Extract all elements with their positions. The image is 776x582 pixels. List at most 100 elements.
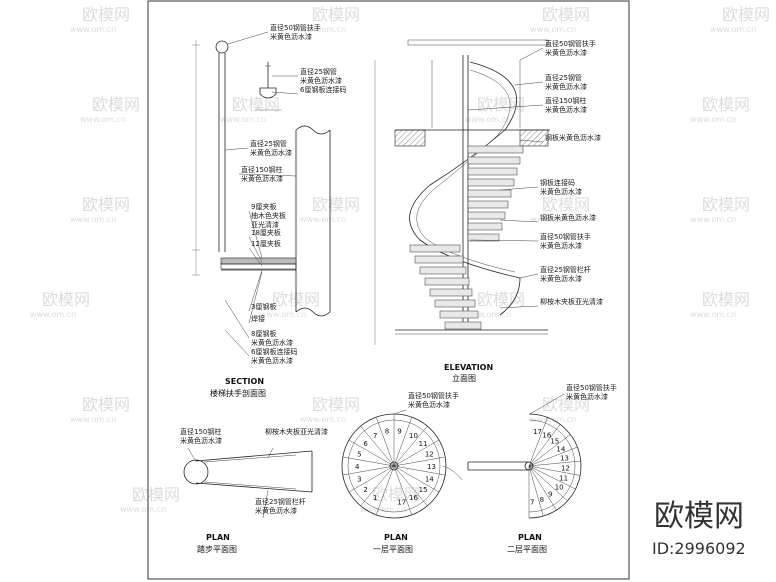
- plan-step-label-line: 米黄色沥水漆: [255, 506, 297, 515]
- watermark-url: www.om.cn: [690, 215, 736, 224]
- section-label-line: 米黄色沥水漆: [300, 76, 342, 85]
- elevation-label-line: 米黄色沥水漆: [540, 241, 582, 250]
- plan-step-label-line: 柳桉木夹板亚光清漆: [265, 427, 328, 436]
- step-number: 2: [363, 486, 367, 494]
- leader-line: [224, 147, 249, 151]
- tread-line: [375, 417, 395, 467]
- watermark-brand: 欧模网: [542, 195, 590, 214]
- leader-line: [514, 81, 544, 86]
- step-number: 11: [419, 440, 428, 448]
- step-number: 16: [542, 431, 551, 439]
- step-number: 16: [409, 494, 418, 502]
- tread-line: [393, 456, 446, 467]
- step-number: 13: [560, 455, 569, 463]
- tread-line: [348, 439, 395, 467]
- watermark-brand: 欧模网: [82, 5, 130, 24]
- section-label-line: 直径150钢柱: [241, 165, 282, 174]
- watermark-brand: 欧模网: [312, 395, 360, 414]
- tread-line: [393, 465, 428, 506]
- leader-line: [248, 271, 263, 324]
- section-detail: [192, 31, 331, 357]
- tread-line: [348, 465, 395, 493]
- elevation-label-line: 直径50钢管扶手: [545, 39, 596, 48]
- watermark-url: www.om.cn: [690, 310, 736, 319]
- plan-step-label-line: 直径150钢柱: [180, 427, 221, 436]
- step-number: 10: [555, 483, 564, 491]
- stair-tread: [467, 211, 506, 220]
- section-label-line: 12厘夹板: [251, 239, 281, 248]
- watermark-url: www.om.cn: [70, 415, 116, 424]
- watermark-url: www.om.cn: [465, 310, 511, 319]
- step-number: 10: [409, 432, 418, 440]
- plan-first-label-line: 直径50钢管扶手: [408, 391, 459, 400]
- stair-tread: [467, 145, 524, 154]
- section-label-line: 直径25钢管: [300, 67, 337, 76]
- watermark-url: www.om.cn: [710, 25, 756, 34]
- plan-first-label-line: 米黄色沥水漆: [408, 400, 450, 409]
- plan-step-title: PLAN: [206, 533, 230, 542]
- section-label-line: 直径50钢管扶手: [270, 23, 321, 32]
- tread-line: [528, 424, 561, 467]
- tread-line: [342, 456, 395, 467]
- section-title: SECTION: [225, 377, 264, 386]
- watermark-brand: 欧模网: [702, 195, 750, 214]
- plan-step-label-line: 直径25钢管栏杆: [255, 497, 306, 506]
- tread-line: [393, 465, 440, 493]
- section-label-line: 3厘钢板: [251, 302, 276, 311]
- step-number: 8: [385, 428, 389, 436]
- elevation-label-line: 柳桉木夹板亚光清漆: [540, 297, 603, 306]
- section-label-line: 18厘夹板: [251, 228, 281, 237]
- elevation-label-line: 钢板连接码: [540, 178, 575, 187]
- watermark-url: www.om.cn: [80, 115, 126, 124]
- step-number: 8: [540, 496, 544, 504]
- leader-line: [262, 489, 269, 519]
- section-subtitle: 楼梯扶手剖面图: [210, 388, 266, 398]
- section-label-line: 直径25钢管: [250, 139, 287, 148]
- section-label-line: 6厘钢板连接码: [251, 347, 297, 356]
- leader-line: [519, 47, 544, 61]
- watermark-url: www.om.cn: [300, 215, 346, 224]
- leader-line: [469, 239, 539, 242]
- step-number: 14: [425, 475, 434, 483]
- watermark-url: www.om.cn: [220, 115, 266, 124]
- tread-line: [528, 465, 581, 476]
- tread-line: [528, 465, 568, 502]
- leader-line: [224, 299, 250, 339]
- tread-line: [528, 465, 576, 490]
- stair-tread: [467, 200, 509, 209]
- elevation-label-line: 直径50钢管扶手: [540, 232, 591, 241]
- leader-line: [267, 447, 274, 459]
- step-number: 3: [357, 475, 361, 483]
- tread-line: [393, 465, 413, 515]
- leader-line: [248, 269, 263, 312]
- plan-second-subtitle: 二层平面图: [507, 545, 547, 554]
- step-number: 9: [548, 491, 552, 499]
- step-number: 7: [530, 499, 534, 507]
- section-label-line: 米黄色沥水漆: [251, 356, 293, 365]
- section-label-line: 米黄色沥水漆: [270, 32, 312, 41]
- section-label-line: 米黄色沥水漆: [250, 148, 292, 157]
- plan-step-detail: [183, 447, 313, 519]
- stair-tread: [467, 233, 500, 242]
- section-label-line: 焊接: [251, 314, 265, 323]
- step-number: 14: [556, 445, 565, 453]
- leader-line: [227, 31, 269, 45]
- stair-tread: [467, 189, 512, 198]
- tread-line: [360, 465, 395, 506]
- tread-line: [528, 417, 548, 467]
- section-label-line: 米黄色沥水漆: [241, 174, 283, 183]
- watermark-url: www.om.cn: [465, 115, 511, 124]
- step-number: 12: [561, 465, 570, 473]
- leader-line: [519, 139, 544, 143]
- elevation-subtitle: 立面图: [452, 373, 476, 383]
- watermark-layer: 欧模网www.om.cn欧模网www.om.cn欧模网www.om.cn欧模网w…: [30, 5, 770, 514]
- step-number: 7: [373, 432, 377, 440]
- elevation-label-line: 米黄色沥水漆: [545, 48, 587, 57]
- stair-tread: [467, 156, 521, 165]
- watermark-brand: 欧模网: [702, 290, 750, 309]
- step-number: 12: [425, 451, 434, 459]
- section-label-line: 8厘钢板: [251, 329, 276, 338]
- elevation-label-line: 直径25钢管栏杆: [540, 265, 591, 274]
- tread-line: [342, 465, 395, 476]
